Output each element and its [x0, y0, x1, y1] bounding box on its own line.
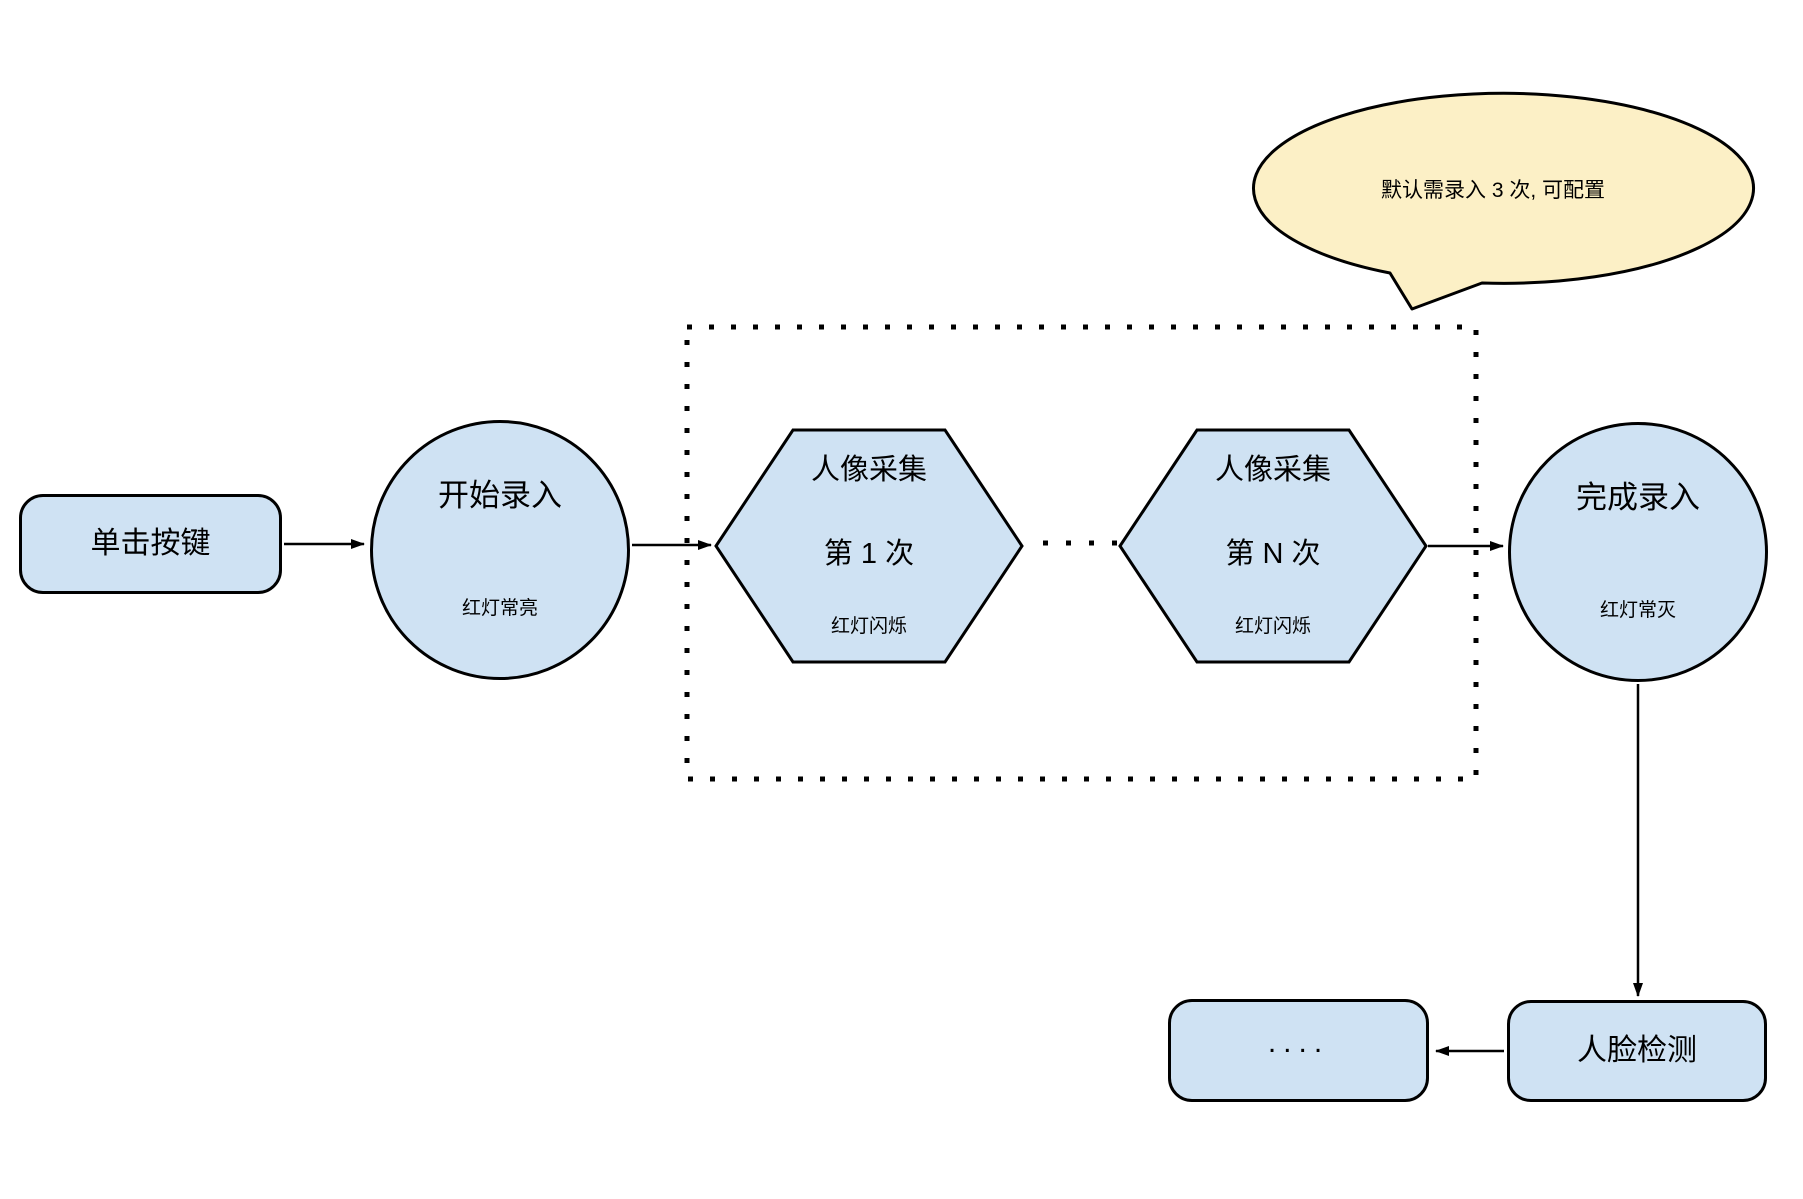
node-finish-entry-status: 红灯常灭	[1599, 600, 1676, 621]
node-capture-nth-count: 第 N 次	[1225, 538, 1321, 570]
node-ellipsis: ....	[1168, 999, 1429, 1102]
node-capture-first-count: 第 1 次	[823, 538, 915, 570]
node-capture-nth: 人像采集 第 N 次 红灯闪烁	[1118, 428, 1428, 664]
node-capture-first-title: 人像采集	[810, 454, 927, 486]
node-finish-entry: 完成录入 红灯常灭	[1508, 422, 1768, 682]
node-face-detection-label: 人脸检测	[1577, 1034, 1697, 1067]
callout-bubble-shape	[1251, 91, 1755, 311]
node-capture-first: 人像采集 第 1 次 红灯闪烁	[714, 428, 1024, 664]
node-click-button: 单击按键	[19, 494, 282, 594]
node-ellipsis-label: ....	[1267, 1025, 1330, 1059]
callout-bubble: 默认需录入 3 次, 可配置	[1251, 85, 1773, 320]
node-start-entry: 开始录入 红灯常亮	[370, 420, 630, 680]
node-face-detection: 人脸检测	[1507, 1000, 1767, 1102]
hexagon-shape	[1118, 428, 1428, 664]
callout-text: 默认需录入 3 次, 可配置	[1380, 178, 1606, 202]
node-start-entry-status: 红灯常亮	[461, 598, 538, 619]
node-finish-entry-label: 完成录入	[1576, 480, 1700, 515]
node-capture-nth-status: 红灯闪烁	[1234, 616, 1311, 637]
node-start-entry-label: 开始录入	[438, 478, 562, 513]
node-click-button-label: 单击按键	[90, 527, 211, 560]
node-capture-first-status: 红灯闪烁	[830, 616, 907, 637]
hexagon-shape	[714, 428, 1024, 664]
node-capture-nth-title: 人像采集	[1214, 454, 1331, 486]
